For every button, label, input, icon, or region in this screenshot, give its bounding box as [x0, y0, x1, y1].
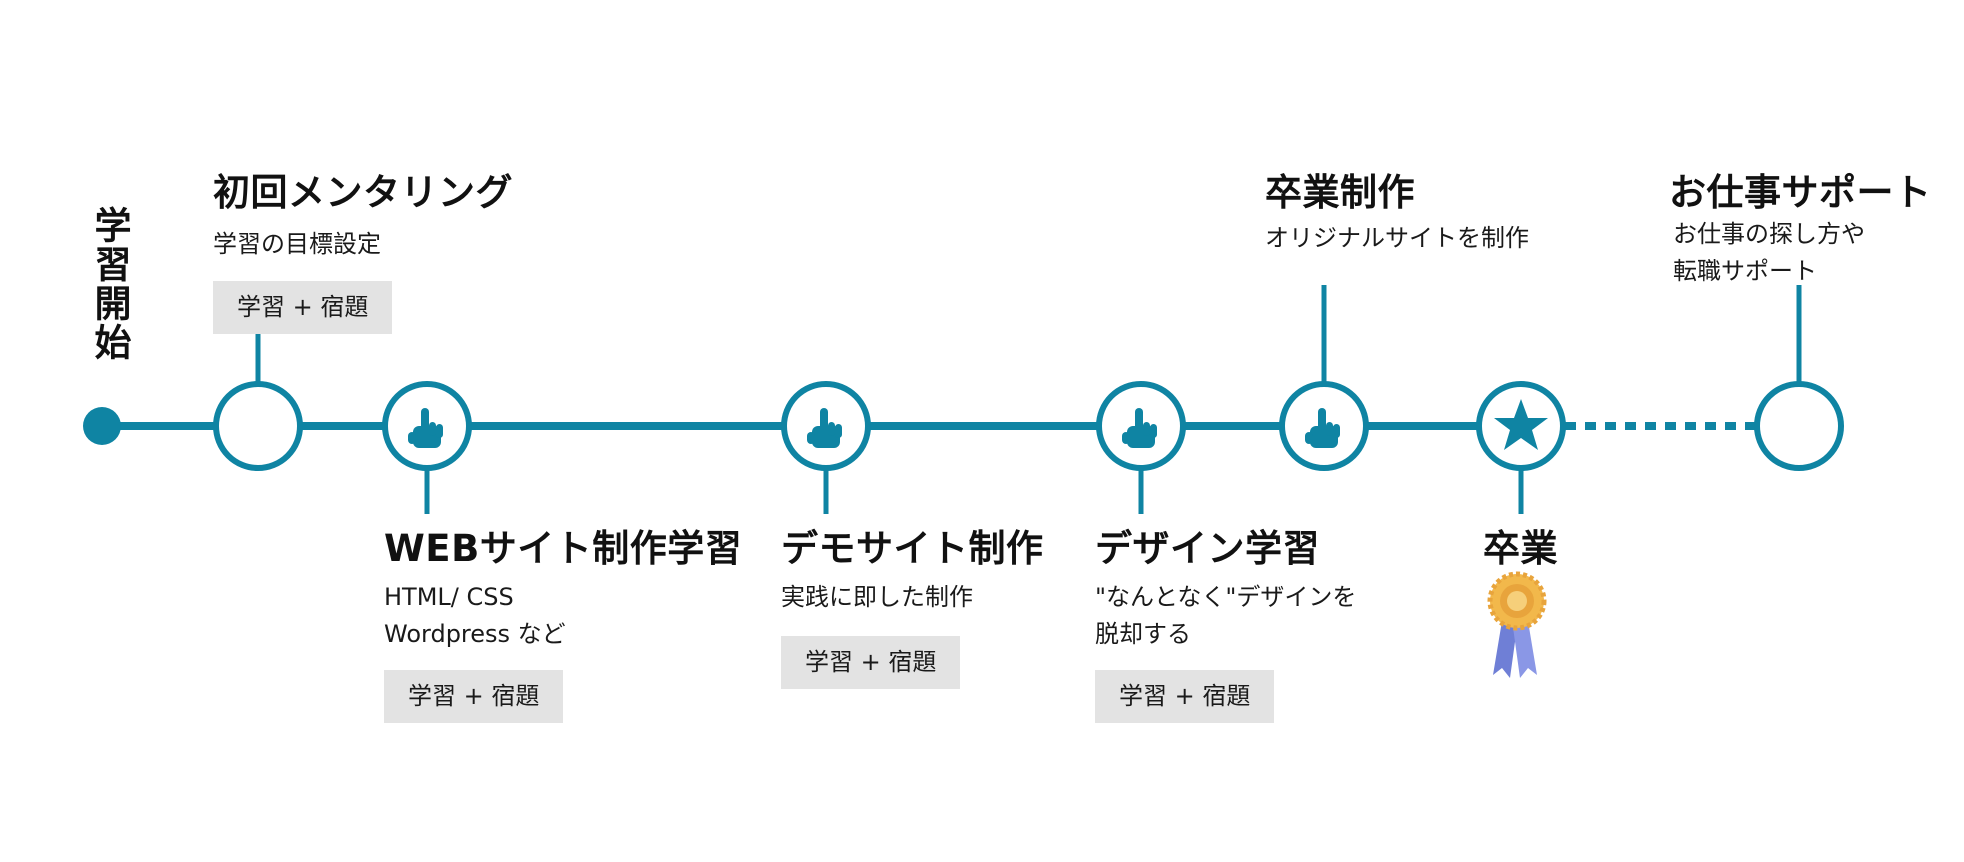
- step-desc: 学習の目標設定: [213, 230, 381, 258]
- step-title-demo-site: デモサイト制作: [781, 527, 1044, 570]
- step-desc: 転職サポート: [1673, 257, 1817, 285]
- step-desc: "なんとなく"デザインを: [1095, 583, 1357, 611]
- step-desc: オリジナルサイトを制作: [1265, 224, 1529, 252]
- step-title-job-support: お仕事サポート: [1669, 171, 1932, 214]
- step-desc: 実践に即した制作: [781, 583, 973, 611]
- step-desc: 脱却する: [1095, 620, 1191, 648]
- study-homework-tag: 学習 + 宿題: [1095, 670, 1275, 723]
- milestone-circle-7: [1754, 381, 1844, 471]
- step-desc: お仕事の探し方や: [1673, 220, 1865, 248]
- step-title-initial-mentoring: 初回メンタリング: [213, 171, 513, 214]
- step-title-design-learning: デザイン学習: [1095, 527, 1320, 570]
- step-title-web-site-learning: WEBサイト制作学習: [384, 527, 743, 570]
- milestone-circle-1: [213, 381, 303, 471]
- step-desc: HTML/ CSS: [384, 583, 514, 611]
- medal-icon: [1487, 571, 1547, 678]
- step-desc: Wordpress など: [384, 620, 566, 648]
- step-title-graduation: 卒業: [1483, 527, 1558, 570]
- study-homework-tag: 学習 + 宿題: [384, 670, 564, 723]
- start-dot: [83, 407, 121, 445]
- star-icon: [1494, 399, 1548, 450]
- study-homework-tag: 学習 + 宿題: [781, 636, 961, 689]
- study-homework-tag: 学習 + 宿題: [213, 281, 393, 334]
- step-title-graduation-project: 卒業制作: [1265, 171, 1415, 214]
- start-label: 学習開始: [88, 206, 131, 362]
